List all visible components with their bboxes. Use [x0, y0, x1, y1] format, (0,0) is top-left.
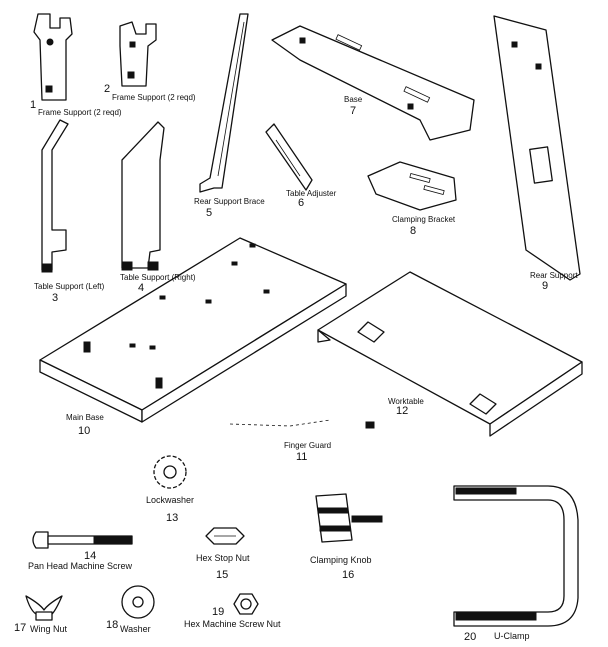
part-number-1: 1	[30, 99, 37, 111]
part-9-rear-support	[493, 15, 581, 281]
part-number-13: 13	[166, 512, 179, 524]
part-8-clamping-bracket	[367, 161, 457, 211]
part-number-3: 3	[52, 292, 59, 304]
part-19-hex-nut-icon	[233, 593, 259, 615]
part-4-table-support-right	[121, 121, 165, 271]
part-number-9: 9	[542, 280, 549, 292]
part-caption-20: U-Clamp	[494, 631, 530, 641]
part-number-14: 14	[84, 550, 97, 562]
part-1-frame-support	[33, 13, 73, 101]
part-caption-12: Worktable	[388, 397, 424, 406]
part-16-clamping-knob-icon	[315, 493, 383, 543]
part-caption-8: Clamping Bracket	[392, 215, 456, 224]
part-caption-10: Main Base	[66, 413, 104, 422]
part-number-11: 11	[296, 451, 308, 463]
part-caption-9: Rear Support	[530, 271, 578, 280]
part-number-12: 12	[396, 405, 409, 417]
part-caption-2: Frame Support (2 reqd)	[112, 93, 196, 102]
part-caption-4: Table Support (Right)	[120, 273, 196, 282]
part-number-8: 8	[410, 225, 417, 237]
part-caption-13: Lockwasher	[146, 495, 195, 505]
part-14-screw-icon	[32, 531, 133, 549]
part-caption-11: Finger Guard	[284, 441, 332, 450]
part-number-17: 17	[14, 622, 27, 634]
part-13-lockwasher-icon	[153, 455, 187, 489]
part-caption-5: Rear Support Brace	[194, 197, 265, 206]
part-caption-16: Clamping Knob	[310, 555, 372, 565]
part-20-u-clamp-icon	[453, 485, 579, 627]
part-caption-19: Hex Machine Screw Nut	[184, 619, 281, 629]
part-caption-14: Pan Head Machine Screw	[28, 561, 133, 571]
part-18-washer-icon	[121, 585, 155, 619]
part-number-15: 15	[216, 569, 229, 581]
part-number-5: 5	[206, 207, 213, 219]
part-10-main-base	[39, 237, 347, 423]
part-7-base	[271, 25, 475, 141]
part-number-19: 19	[212, 606, 225, 618]
part-caption-17: Wing Nut	[30, 624, 68, 634]
part-caption-7: Base	[344, 95, 363, 104]
part-caption-1: Frame Support (2 reqd)	[38, 108, 122, 117]
part-number-18: 18	[106, 619, 119, 631]
part-number-10: 10	[78, 425, 91, 437]
part-number-4: 4	[138, 282, 145, 294]
part-3-table-support-left	[41, 119, 69, 273]
part-caption-15: Hex Stop Nut	[196, 553, 250, 563]
part-caption-18: Washer	[120, 624, 151, 634]
part-12-worktable	[317, 271, 583, 437]
part-caption-6: Table Adjuster	[286, 189, 337, 198]
part-number-2: 2	[104, 83, 111, 95]
part-6-table-adjuster	[265, 123, 313, 191]
part-number-16: 16	[342, 569, 355, 581]
part-2-frame-support	[119, 21, 157, 87]
part-17-wing-nut-icon	[25, 595, 63, 621]
part-number-6: 6	[298, 197, 305, 209]
part-number-7: 7	[350, 105, 357, 117]
part-number-20: 20	[464, 631, 477, 643]
part-11-finger-guard	[229, 419, 375, 429]
part-15-hex-stop-nut-icon	[205, 527, 245, 545]
part-5-rear-support-brace	[199, 13, 249, 193]
base-hole-marks	[129, 243, 270, 350]
part-caption-3: Table Support (Left)	[34, 282, 105, 291]
